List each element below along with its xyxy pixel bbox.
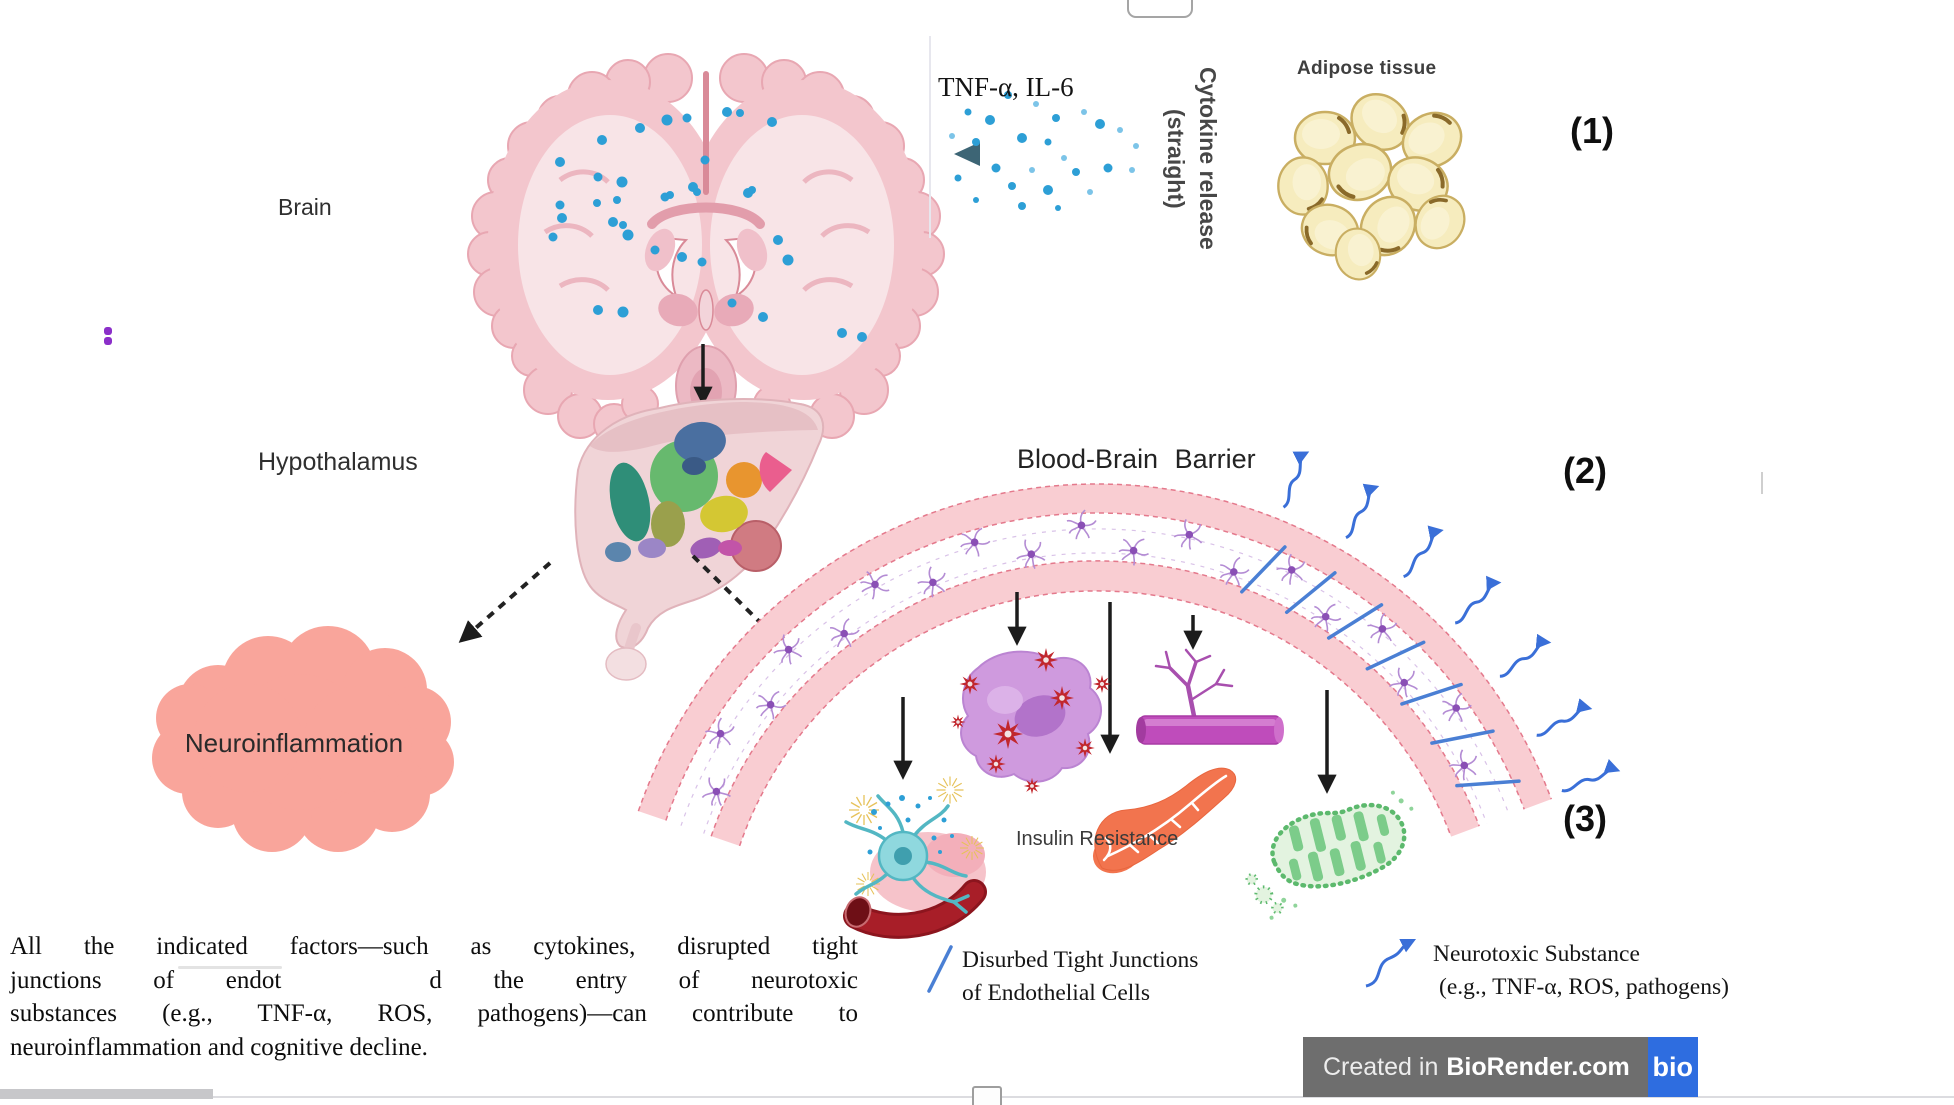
- faint-tick-mark: [1761, 472, 1763, 494]
- neuroinflammation-label: Neuroinflammation: [184, 728, 404, 758]
- hypothalamus-illustration: [574, 398, 825, 681]
- hypothalamus-label: Hypothalamus: [258, 448, 418, 476]
- selection-handle-top[interactable]: [1127, 0, 1193, 18]
- tight-junction-slashes: [1240, 545, 1521, 788]
- step-3-marker: (3): [1563, 798, 1607, 839]
- pancreas-illustration: [1092, 767, 1237, 874]
- legend-neurotoxic-substance: Neurotoxic Substance (e.g., TNF-α, ROS, …: [1433, 941, 1729, 1000]
- adipose-tissue-label: Adipose tissue: [1297, 58, 1437, 79]
- down-arrows: [893, 592, 1337, 794]
- cytokine-release-label: Cytokine release (straight): [1163, 67, 1221, 250]
- caption-smudge: [178, 966, 282, 969]
- cytokine-dot-cloud: [949, 91, 1139, 211]
- neuroinflammation-cloud: [152, 626, 454, 852]
- obscured-text-gap: [281, 987, 429, 988]
- cytokine-release-arrow: [954, 142, 1138, 166]
- brain-label: Brain: [278, 194, 332, 220]
- column-divider-line: [929, 36, 931, 238]
- horizontal-scrollbar-thumb[interactable]: [0, 1089, 213, 1099]
- microglia-illustration: [960, 650, 1102, 783]
- figure-caption: All the indicated factors—such as cytoki…: [10, 930, 858, 1064]
- legend-tight-junctions: Disurbed Tight Junctions of Endothelial …: [962, 947, 1199, 1006]
- stray-purple-mark: [104, 327, 112, 345]
- tnf-il6-label: TNF-α, IL-6: [938, 72, 1074, 102]
- dashed-arrow-to-neuroinflammation: [458, 561, 552, 643]
- neuron-illustration: [843, 775, 987, 939]
- adipose-tissue-illustration: [1276, 80, 1476, 285]
- neurotoxic-wavy-arrow-icon: [1365, 938, 1417, 988]
- tight-junction-slash-icon: [927, 945, 953, 993]
- caption-line: neuroinflammation and cognitive decline.: [10, 1033, 428, 1061]
- blood-brain-barrier-arch: [637, 453, 1616, 847]
- brain-illustration: [467, 53, 945, 445]
- selection-handle-bottom[interactable]: [972, 1086, 1002, 1105]
- capillary-illustration: [1136, 648, 1284, 745]
- step-2-marker: (2): [1563, 450, 1607, 491]
- insulin-resistance-label: Insulin Resistance: [1016, 828, 1179, 850]
- step-1-marker: (1): [1570, 110, 1614, 151]
- mitochondria-illustration: [1245, 790, 1414, 920]
- biorender-logo: bio: [1647, 1037, 1698, 1097]
- caption-line: substances (e.g., TNF-α, ROS, pathogens)…: [10, 1000, 858, 1027]
- caption-line: All the indicated factors—such as cytoki…: [10, 933, 858, 960]
- blood-brain-barrier-label: Blood-Brain Barrier: [1017, 444, 1256, 474]
- cytokine-dots-brain: [548, 107, 867, 342]
